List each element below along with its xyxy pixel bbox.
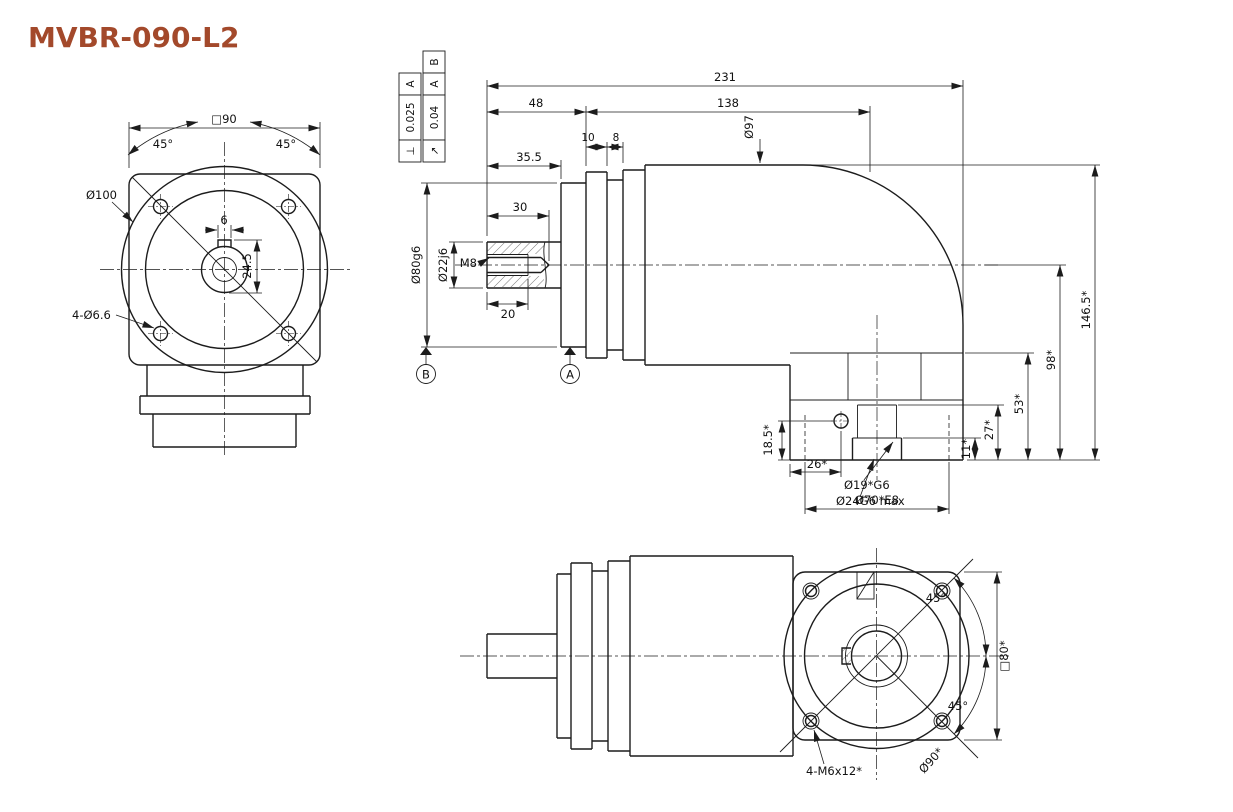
sec-dim-body-length: 138 — [717, 96, 739, 110]
front-dim-angle-left: 45° — [153, 137, 173, 151]
sec-dim-hole-depth: 30 — [513, 200, 528, 214]
sec-dim-shaft-dia: Ø22j6 — [436, 248, 450, 282]
fcf1-symbol: ⊥ — [405, 146, 417, 155]
sec-dim-bore-depth-27: 27* — [982, 420, 996, 441]
sec-dim-height-axis: 98* — [1044, 350, 1058, 371]
bottom-dim-bolt-circle: Ø90* — [916, 745, 946, 776]
bottom-dim-angle-top: 45° — [926, 591, 946, 605]
fcf2-symbol: ↗ — [429, 147, 441, 156]
datum-b-label: B — [422, 368, 430, 382]
front-dim-key-depth: 24.5 — [240, 253, 254, 279]
sec-dim-body-dia: Ø97 — [742, 115, 756, 139]
front-dimensions: □90 45° 45° Ø100 4-Ø6.6 6 24.5 — [72, 112, 321, 329]
datum-b: B — [416, 347, 436, 384]
front-outline — [120, 165, 329, 448]
front-dim-holes: 4-Ø6.6 — [72, 308, 111, 322]
section-outline — [486, 164, 964, 461]
fcf2-tolerance: 0.04 — [429, 105, 441, 129]
fcf2-datum-1: A — [429, 80, 441, 88]
fcf-perpendicularity: A 0.025 ⊥ — [398, 72, 422, 163]
front-dim-bolt-circle: Ø100 — [86, 188, 117, 202]
sec-dim-spacer: 8 — [613, 132, 620, 144]
front-dim-square: □90 — [211, 112, 237, 126]
datum-a-label: A — [566, 368, 574, 382]
sec-dim-pilot-dia: Ø80g6 — [409, 246, 423, 284]
sec-dim-screw-depth: 18.5* — [761, 424, 775, 456]
bottom-centerlines — [460, 548, 1010, 780]
sec-dim-bore-24: Ø24G6 max — [836, 494, 905, 508]
sec-dim-thread-length: 20 — [501, 307, 516, 321]
sec-dim-flange-thickness: 10 — [581, 132, 594, 144]
sec-dim-bore-depth-11: 11* — [959, 439, 973, 460]
sec-dim-total-length: 231 — [714, 70, 736, 84]
sec-dim-height-total: 146.5* — [1079, 290, 1093, 329]
section-dimensions: 231 48 138 10 8 35.5 30 20 Ø22j6 Ø — [409, 70, 1100, 514]
drawing-title: MVBR-090-L2 — [28, 21, 239, 54]
sec-dim-screw-offset: 26* — [807, 457, 828, 471]
sec-dim-bore-19: Ø19*G6 — [844, 478, 890, 492]
fcf-runout: B A 0.04 ↗ — [422, 50, 446, 163]
front-dim-angle-right: 45° — [276, 137, 296, 151]
sec-dim-shaft-step: 35.5 — [516, 150, 542, 164]
datum-a: A — [560, 347, 580, 384]
bottom-dimensions: 45° 45° □80* Ø90* 4-M6x12* — [806, 571, 1011, 778]
bottom-view: 45° 45° □80* Ø90* 4-M6x12* — [460, 548, 1011, 780]
front-centerlines — [100, 142, 350, 455]
sec-dim-flange-height: 53* — [1012, 394, 1026, 415]
bottom-dim-square: □80* — [997, 640, 1011, 671]
bottom-dim-holes: 4-M6x12* — [806, 764, 862, 778]
section-centerlines — [455, 264, 1000, 480]
sec-dim-spigot: Ø70*E8 — [855, 493, 899, 507]
section-view: 231 48 138 10 8 35.5 30 20 Ø22j6 Ø — [398, 50, 1100, 514]
front-view: □90 45° 45° Ø100 4-Ø6.6 6 24.5 — [72, 112, 350, 455]
front-dim-key-width: 6 — [220, 213, 227, 227]
bottom-dim-angle-bottom: 45° — [948, 699, 968, 713]
fcf1-datum: A — [405, 80, 417, 88]
sec-dim-shaft-length: 48 — [529, 96, 544, 110]
fcf1-tolerance: 0.025 — [405, 102, 417, 132]
sec-dim-tap: M8 — [460, 256, 477, 270]
fcf2-datum-2: B — [429, 58, 441, 65]
